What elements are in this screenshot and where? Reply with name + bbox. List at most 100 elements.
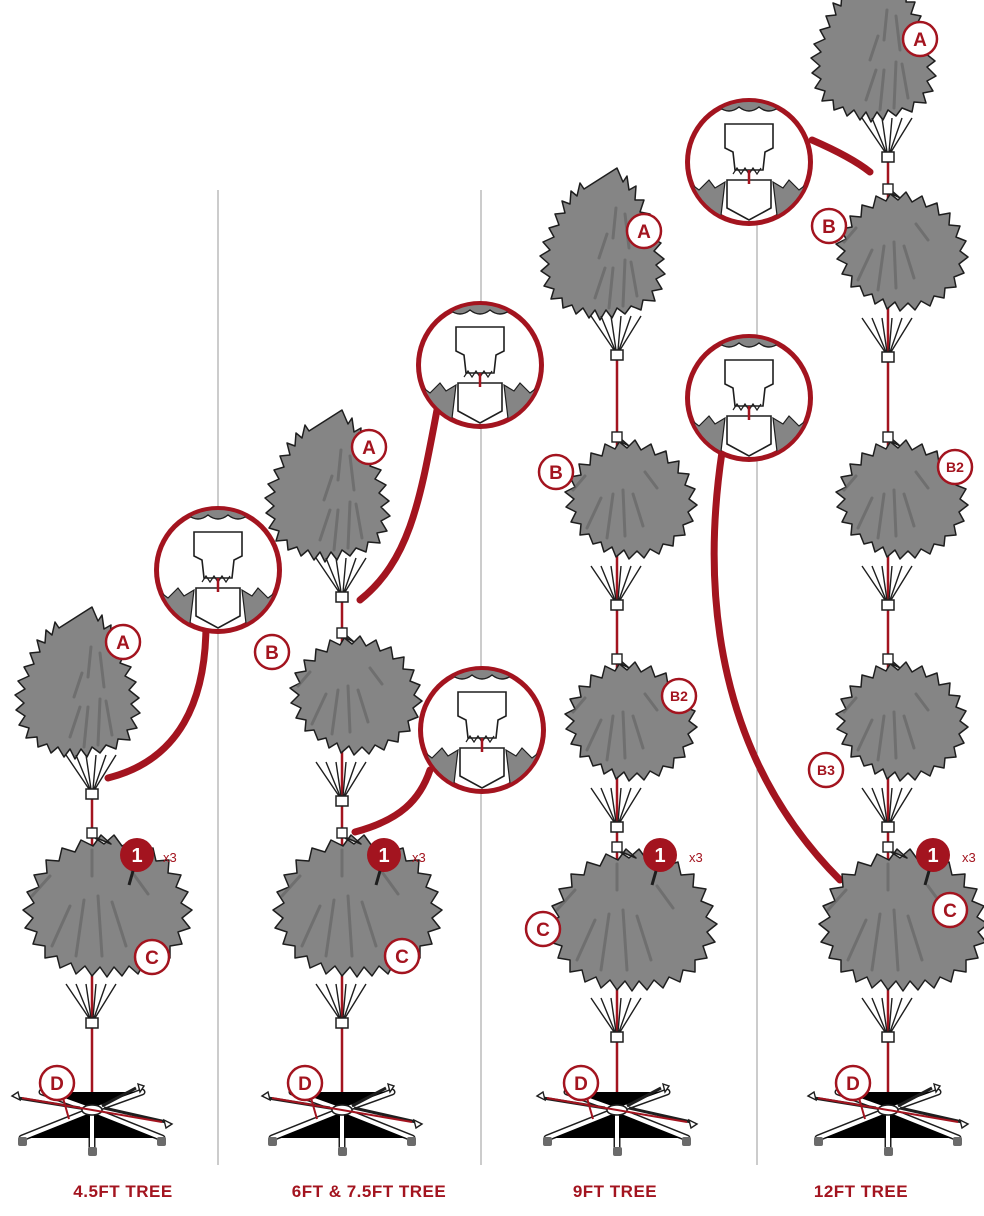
screw-label-1: 1 bbox=[916, 838, 950, 872]
part-label-text: D bbox=[298, 1074, 312, 1095]
screw bbox=[923, 870, 931, 886]
screw-guide bbox=[817, 1097, 959, 1123]
part-label-text: A bbox=[913, 30, 927, 51]
branch-hub bbox=[590, 315, 642, 361]
part-label-a: A bbox=[350, 428, 388, 466]
part-label-text: C bbox=[145, 948, 159, 969]
pole-connector bbox=[611, 841, 623, 853]
tree-section-c: C bbox=[817, 841, 984, 1043]
pole-connector bbox=[882, 841, 894, 853]
branch-hub bbox=[315, 557, 367, 603]
screw-label-text: 1 bbox=[378, 845, 389, 867]
caption-6ft-7-5ft-tree: 6FT & 7.5FT TREE bbox=[291, 1182, 447, 1201]
tree-section-b: B bbox=[810, 183, 970, 363]
screw-label-text: 1 bbox=[654, 845, 665, 867]
part-label-text: C bbox=[943, 901, 957, 922]
detail-callout-tail bbox=[710, 448, 844, 884]
connector-detail-magnifier bbox=[410, 290, 550, 435]
pole-connector bbox=[611, 431, 623, 443]
screw-count: x3 bbox=[962, 850, 976, 865]
part-label-c: C bbox=[133, 938, 171, 976]
tree-section-a: A bbox=[538, 166, 667, 361]
screw-count: x3 bbox=[163, 850, 177, 865]
screw-guide bbox=[21, 1097, 163, 1123]
detail-callout-tail bbox=[356, 406, 441, 604]
connector-detail-magnifier bbox=[679, 323, 819, 468]
screw bbox=[127, 870, 135, 886]
connector-detail-magnifier bbox=[679, 87, 819, 232]
screw-label-1: 1 bbox=[643, 838, 677, 872]
part-label-d: D bbox=[834, 1064, 872, 1102]
part-label-d: D bbox=[562, 1064, 600, 1102]
part-label-c: C bbox=[524, 910, 562, 948]
screw-label-text: 1 bbox=[927, 845, 938, 867]
tree-3: A B B2C D 1 x3 bbox=[524, 166, 719, 1156]
part-label-d: D bbox=[38, 1064, 76, 1102]
screw bbox=[374, 870, 382, 886]
branch-hub bbox=[861, 117, 913, 163]
foliage-section bbox=[834, 189, 970, 313]
part-label-b: B bbox=[537, 453, 575, 491]
tree-section-b: B bbox=[253, 627, 424, 807]
part-label-text: B2 bbox=[946, 459, 964, 475]
screw-guide bbox=[546, 1097, 688, 1123]
stand-pointer bbox=[858, 1097, 866, 1120]
tree-section-b2: B2 bbox=[834, 431, 974, 611]
caption-12ft-tree: 12FT TREE bbox=[813, 1182, 909, 1201]
part-label-a: A bbox=[104, 623, 142, 661]
tree-section-c: C bbox=[524, 841, 719, 1043]
caption-9ft-tree: 9FT TREE bbox=[572, 1182, 658, 1201]
screw-count: x3 bbox=[689, 850, 703, 865]
screw-count: x3 bbox=[412, 850, 426, 865]
part-label-text: D bbox=[846, 1074, 860, 1095]
part-label-b2: B2 bbox=[936, 448, 974, 486]
foliage-section bbox=[288, 633, 424, 757]
tree-section-c: C bbox=[21, 827, 194, 1029]
part-label-c: C bbox=[931, 891, 969, 929]
part-label-b3: B3 bbox=[807, 751, 845, 789]
foliage-section bbox=[563, 437, 699, 561]
tree-section-b3: B3 bbox=[807, 653, 970, 833]
screw-label-1: 1 bbox=[120, 838, 154, 872]
part-label-text: A bbox=[362, 438, 376, 459]
part-label-a: A bbox=[901, 20, 939, 58]
foliage-section bbox=[834, 659, 970, 783]
part-label-b: B bbox=[253, 633, 291, 671]
pole-connector bbox=[882, 431, 894, 443]
part-label-c: C bbox=[383, 937, 421, 975]
tree-section-b2: B2 bbox=[563, 653, 699, 833]
connector-detail-magnifier bbox=[148, 495, 288, 640]
foliage-section bbox=[809, 0, 938, 124]
foliage-section bbox=[546, 847, 719, 993]
stand-pointer bbox=[62, 1097, 70, 1120]
connector-detail-magnifier bbox=[412, 655, 552, 800]
tree-1: A C D 1 x3 bbox=[12, 605, 194, 1156]
part-label-text: B bbox=[822, 217, 836, 238]
pole-connector bbox=[336, 627, 348, 639]
caption-4-5ft-tree: 4.5FT TREE bbox=[73, 1182, 173, 1201]
detail-callout-tail bbox=[351, 766, 434, 836]
part-label-b2: B2 bbox=[660, 677, 698, 715]
pole-connector bbox=[86, 827, 98, 839]
detail-callout-tail bbox=[808, 136, 874, 176]
tree-section-b: B bbox=[537, 431, 699, 611]
stand-pointer bbox=[586, 1097, 594, 1120]
tree-2: A B C D 1 x3 bbox=[253, 408, 444, 1156]
part-label-b: B bbox=[810, 207, 848, 245]
pole-connector bbox=[882, 183, 894, 195]
tree-section-a: A bbox=[809, 0, 939, 163]
tree-section-a: A bbox=[263, 408, 392, 603]
part-label-text: D bbox=[574, 1074, 588, 1095]
screw-label-1: 1 bbox=[367, 838, 401, 872]
pole-connector bbox=[611, 653, 623, 665]
screw-label-text: 1 bbox=[131, 845, 142, 867]
screw bbox=[650, 870, 658, 886]
part-label-text: B bbox=[265, 643, 279, 664]
pole-connector bbox=[882, 653, 894, 665]
tree-section-a: A bbox=[13, 605, 142, 800]
pole-connector bbox=[336, 827, 348, 839]
stand-pointer bbox=[310, 1097, 318, 1120]
detail-callout-tail bbox=[104, 620, 210, 782]
part-label-text: A bbox=[116, 633, 130, 654]
